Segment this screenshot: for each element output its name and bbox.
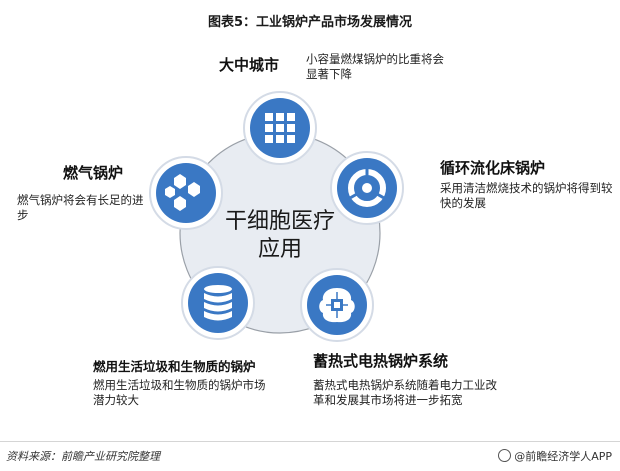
circle-segments-icon bbox=[348, 168, 386, 207]
node-2-icon-badge bbox=[300, 268, 374, 342]
center-label-line1: 干细胞医疗 bbox=[224, 209, 335, 234]
node-3-desc: 燃用生活垃圾和生物质的锅炉市场潜力较大 bbox=[93, 378, 266, 407]
credit-note: @前瞻经济学人APP bbox=[498, 448, 612, 464]
source-note: 资料来源：前瞻产业研究院整理 bbox=[6, 450, 160, 463]
node-4-title: 燃气锅炉 bbox=[63, 164, 124, 182]
hexagon-molecule-icon bbox=[165, 174, 200, 211]
node-1-title: 循环流化床锅炉 bbox=[440, 159, 546, 177]
node-0-desc: 小容量燃煤锅炉的比重将会显著下降 bbox=[306, 52, 444, 81]
grid-icon bbox=[265, 113, 295, 143]
node-1-icon-badge bbox=[330, 151, 404, 225]
brand-logo-icon bbox=[498, 449, 512, 462]
node-0-title: 大中城市 bbox=[219, 56, 280, 74]
brain-chip-icon bbox=[319, 288, 355, 323]
node-2-desc: 蓄热式电热锅炉系统随着电力工业改革和发展其市场将进一步拓宽 bbox=[313, 378, 497, 407]
database-icon bbox=[204, 285, 232, 321]
node-4-desc: 燃气锅炉将会有长足的进步 bbox=[17, 193, 144, 222]
credit-text: @前瞻经济学人APP bbox=[514, 450, 612, 463]
node-4-icon-badge bbox=[149, 156, 223, 230]
page-title: 图表5：工业锅炉产品市场发展情况 bbox=[207, 15, 413, 30]
node-3-title: 燃用生活垃圾和生物质的锅炉 bbox=[93, 359, 256, 374]
node-1-desc: 采用清洁燃烧技术的锅炉将得到较快的发展 bbox=[440, 181, 613, 210]
node-2-title: 蓄热式电热锅炉系统 bbox=[313, 352, 449, 370]
center-label: 干细胞医疗 应用 bbox=[215, 208, 345, 264]
node-0-icon-badge bbox=[243, 91, 317, 165]
footer-divider bbox=[0, 441, 620, 442]
node-3-icon-badge bbox=[181, 266, 255, 340]
center-label-line2: 应用 bbox=[257, 237, 302, 262]
